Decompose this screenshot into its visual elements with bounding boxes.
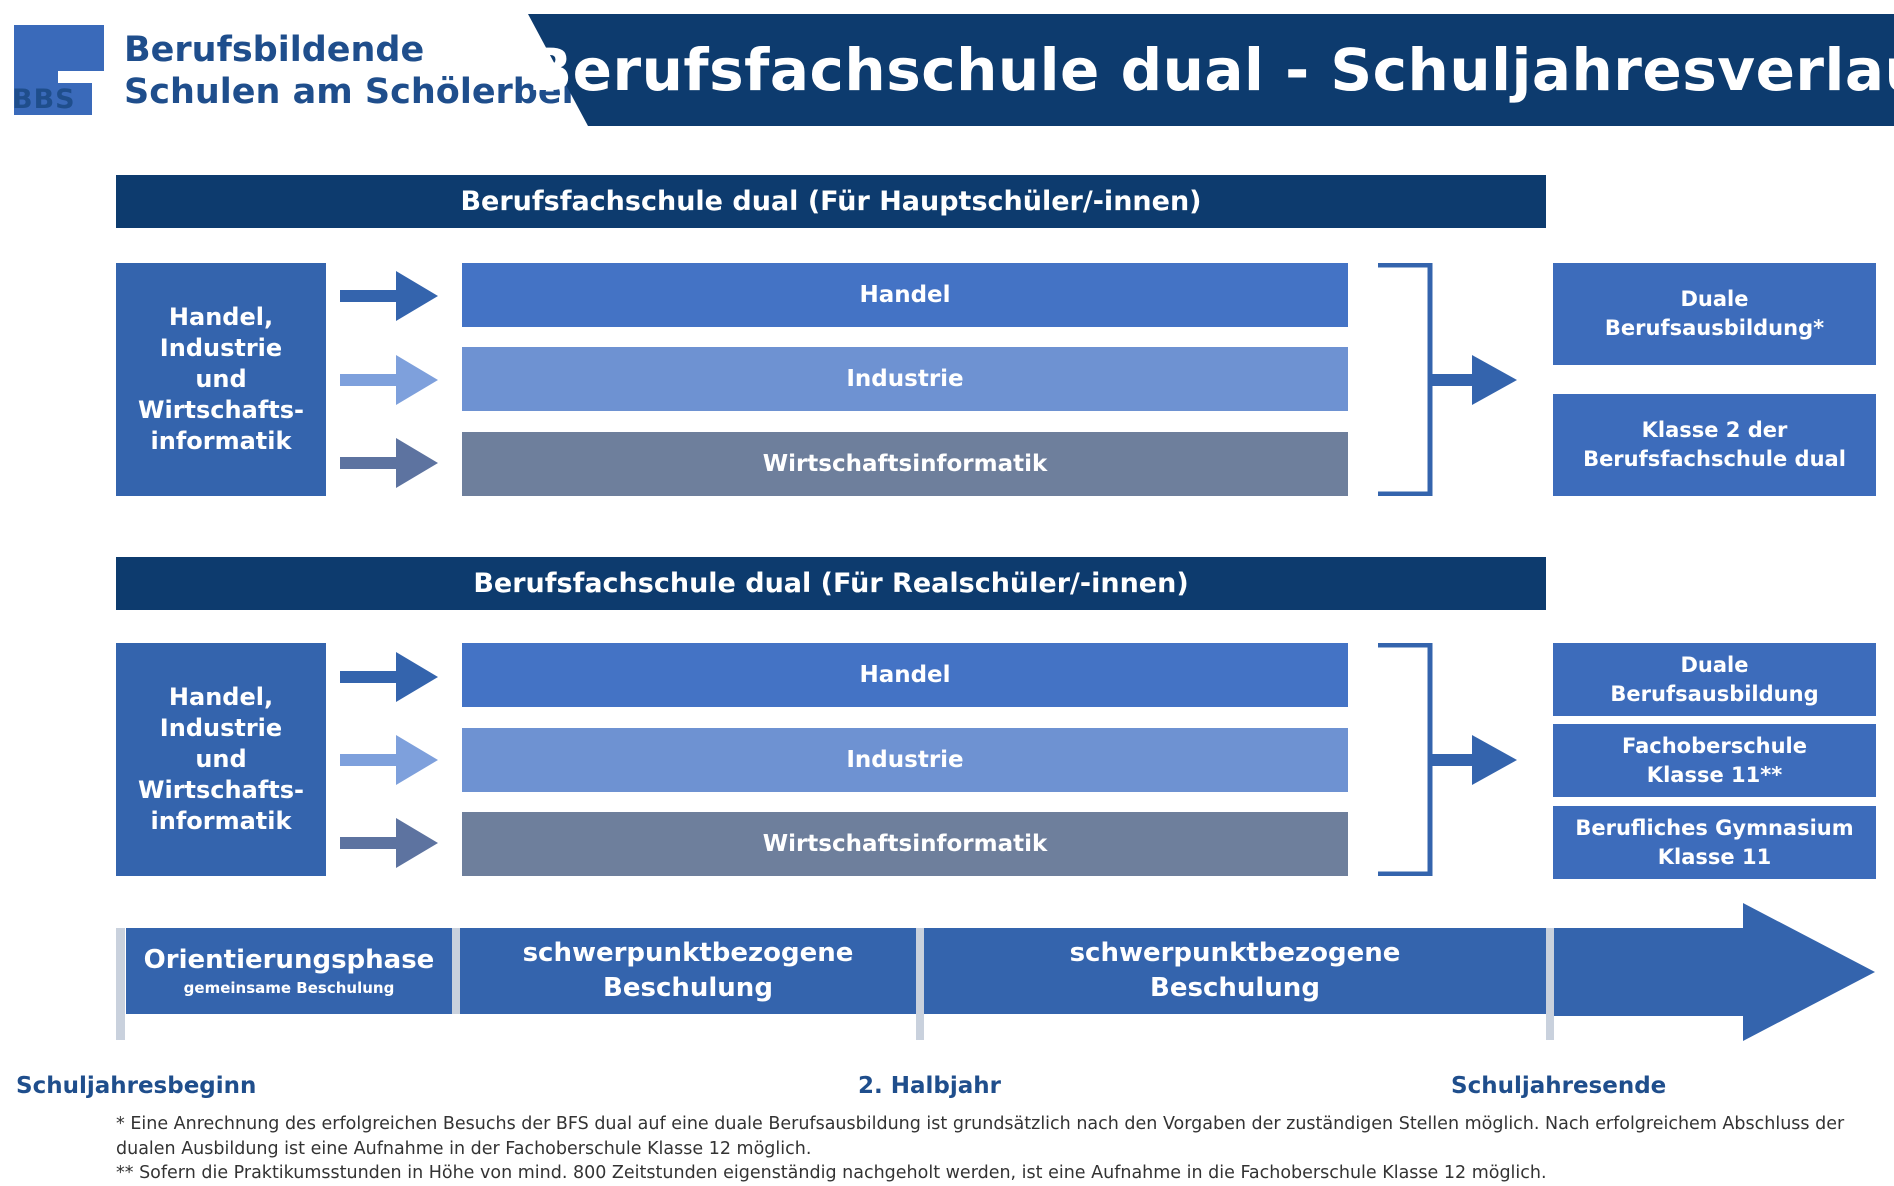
timeline-schwerpunkt-1: schwerpunktbezogene Beschulung: [460, 928, 916, 1014]
track-wirtschaftsinformatik: Wirtschaftsinformatik: [462, 432, 1348, 496]
arrow-icon: [340, 355, 438, 405]
milestone-2-halbjahr: 2. Halbjahr: [858, 1073, 1001, 1099]
timeline-tick: [1546, 928, 1554, 1040]
outcome-duale-berufsausbildung: Duale Berufsausbildung*: [1553, 263, 1876, 365]
track-handel: Handel: [462, 263, 1348, 327]
arrow-icon: [340, 652, 438, 702]
arrow-icon: [340, 438, 438, 488]
track-handel: Handel: [462, 643, 1348, 707]
title-banner: [528, 14, 1894, 126]
section-title-hauptschueler: Berufsfachschule dual (Für Hauptschüler/…: [116, 175, 1546, 228]
bracket-arrow: [1378, 643, 1517, 876]
track-wirtschaftsinformatik: Wirtschaftsinformatik: [462, 812, 1348, 876]
arrow-icon: [340, 735, 438, 785]
school-name-line-2: Schulen am Schölerberg: [124, 72, 604, 112]
arrow-icon: [340, 271, 438, 321]
track-industrie: Industrie: [462, 728, 1348, 792]
school-name-line-1: Berufsbildende: [124, 30, 425, 70]
outcome-fachoberschule: Fachoberschule Klasse 11**: [1553, 724, 1876, 797]
footnote-1: * Eine Anrechnung des erfolgreichen Besu…: [116, 1114, 1845, 1159]
timeline-orientierungsphase: Orientierungsphase gemeinsame Beschulung: [126, 928, 452, 1014]
track-industrie: Industrie: [462, 347, 1348, 411]
school-focus-box: Handel, Industrie und Wirtschafts- infor…: [116, 263, 326, 496]
timeline-arrow: [1553, 903, 1875, 1041]
timeline-tick: [916, 928, 924, 1040]
arrow-icon: [340, 818, 438, 868]
segment-subtitle: gemeinsame Beschulung: [183, 979, 395, 997]
milestone-schuljahresbeginn: Schuljahresbeginn: [16, 1073, 257, 1099]
footnote-2: ** Sofern die Praktikumsstunden in Höhe …: [116, 1163, 1547, 1183]
timeline-tick: [452, 928, 460, 1014]
timeline-schwerpunkt-2: schwerpunktbezogene Beschulung: [924, 928, 1546, 1014]
section-title-realschueler: Berufsfachschule dual (Für Realschüler/-…: [116, 557, 1546, 610]
school-focus-box: Handel, Industrie und Wirtschafts- infor…: [116, 643, 326, 876]
logo-mark: [14, 25, 104, 115]
outcome-duale-berufsausbildung: Duale Berufsausbildung: [1553, 643, 1876, 716]
outcome-klasse-2: Klasse 2 der Berufsfachschule dual: [1553, 394, 1876, 496]
outcome-berufliches-gymnasium: Berufliches Gymnasium Klasse 11: [1553, 806, 1876, 879]
segment-title: Orientierungsphase: [143, 945, 435, 975]
logo-cutout: [58, 71, 104, 115]
milestone-schuljahresende: Schuljahresende: [1451, 1073, 1667, 1099]
timeline-tick: [116, 928, 125, 1040]
bracket-arrow: [1378, 263, 1517, 496]
logo-abbreviation: BBS: [12, 84, 76, 115]
page-title: Berufsfachschule dual - Schuljahresverla…: [527, 36, 1894, 104]
